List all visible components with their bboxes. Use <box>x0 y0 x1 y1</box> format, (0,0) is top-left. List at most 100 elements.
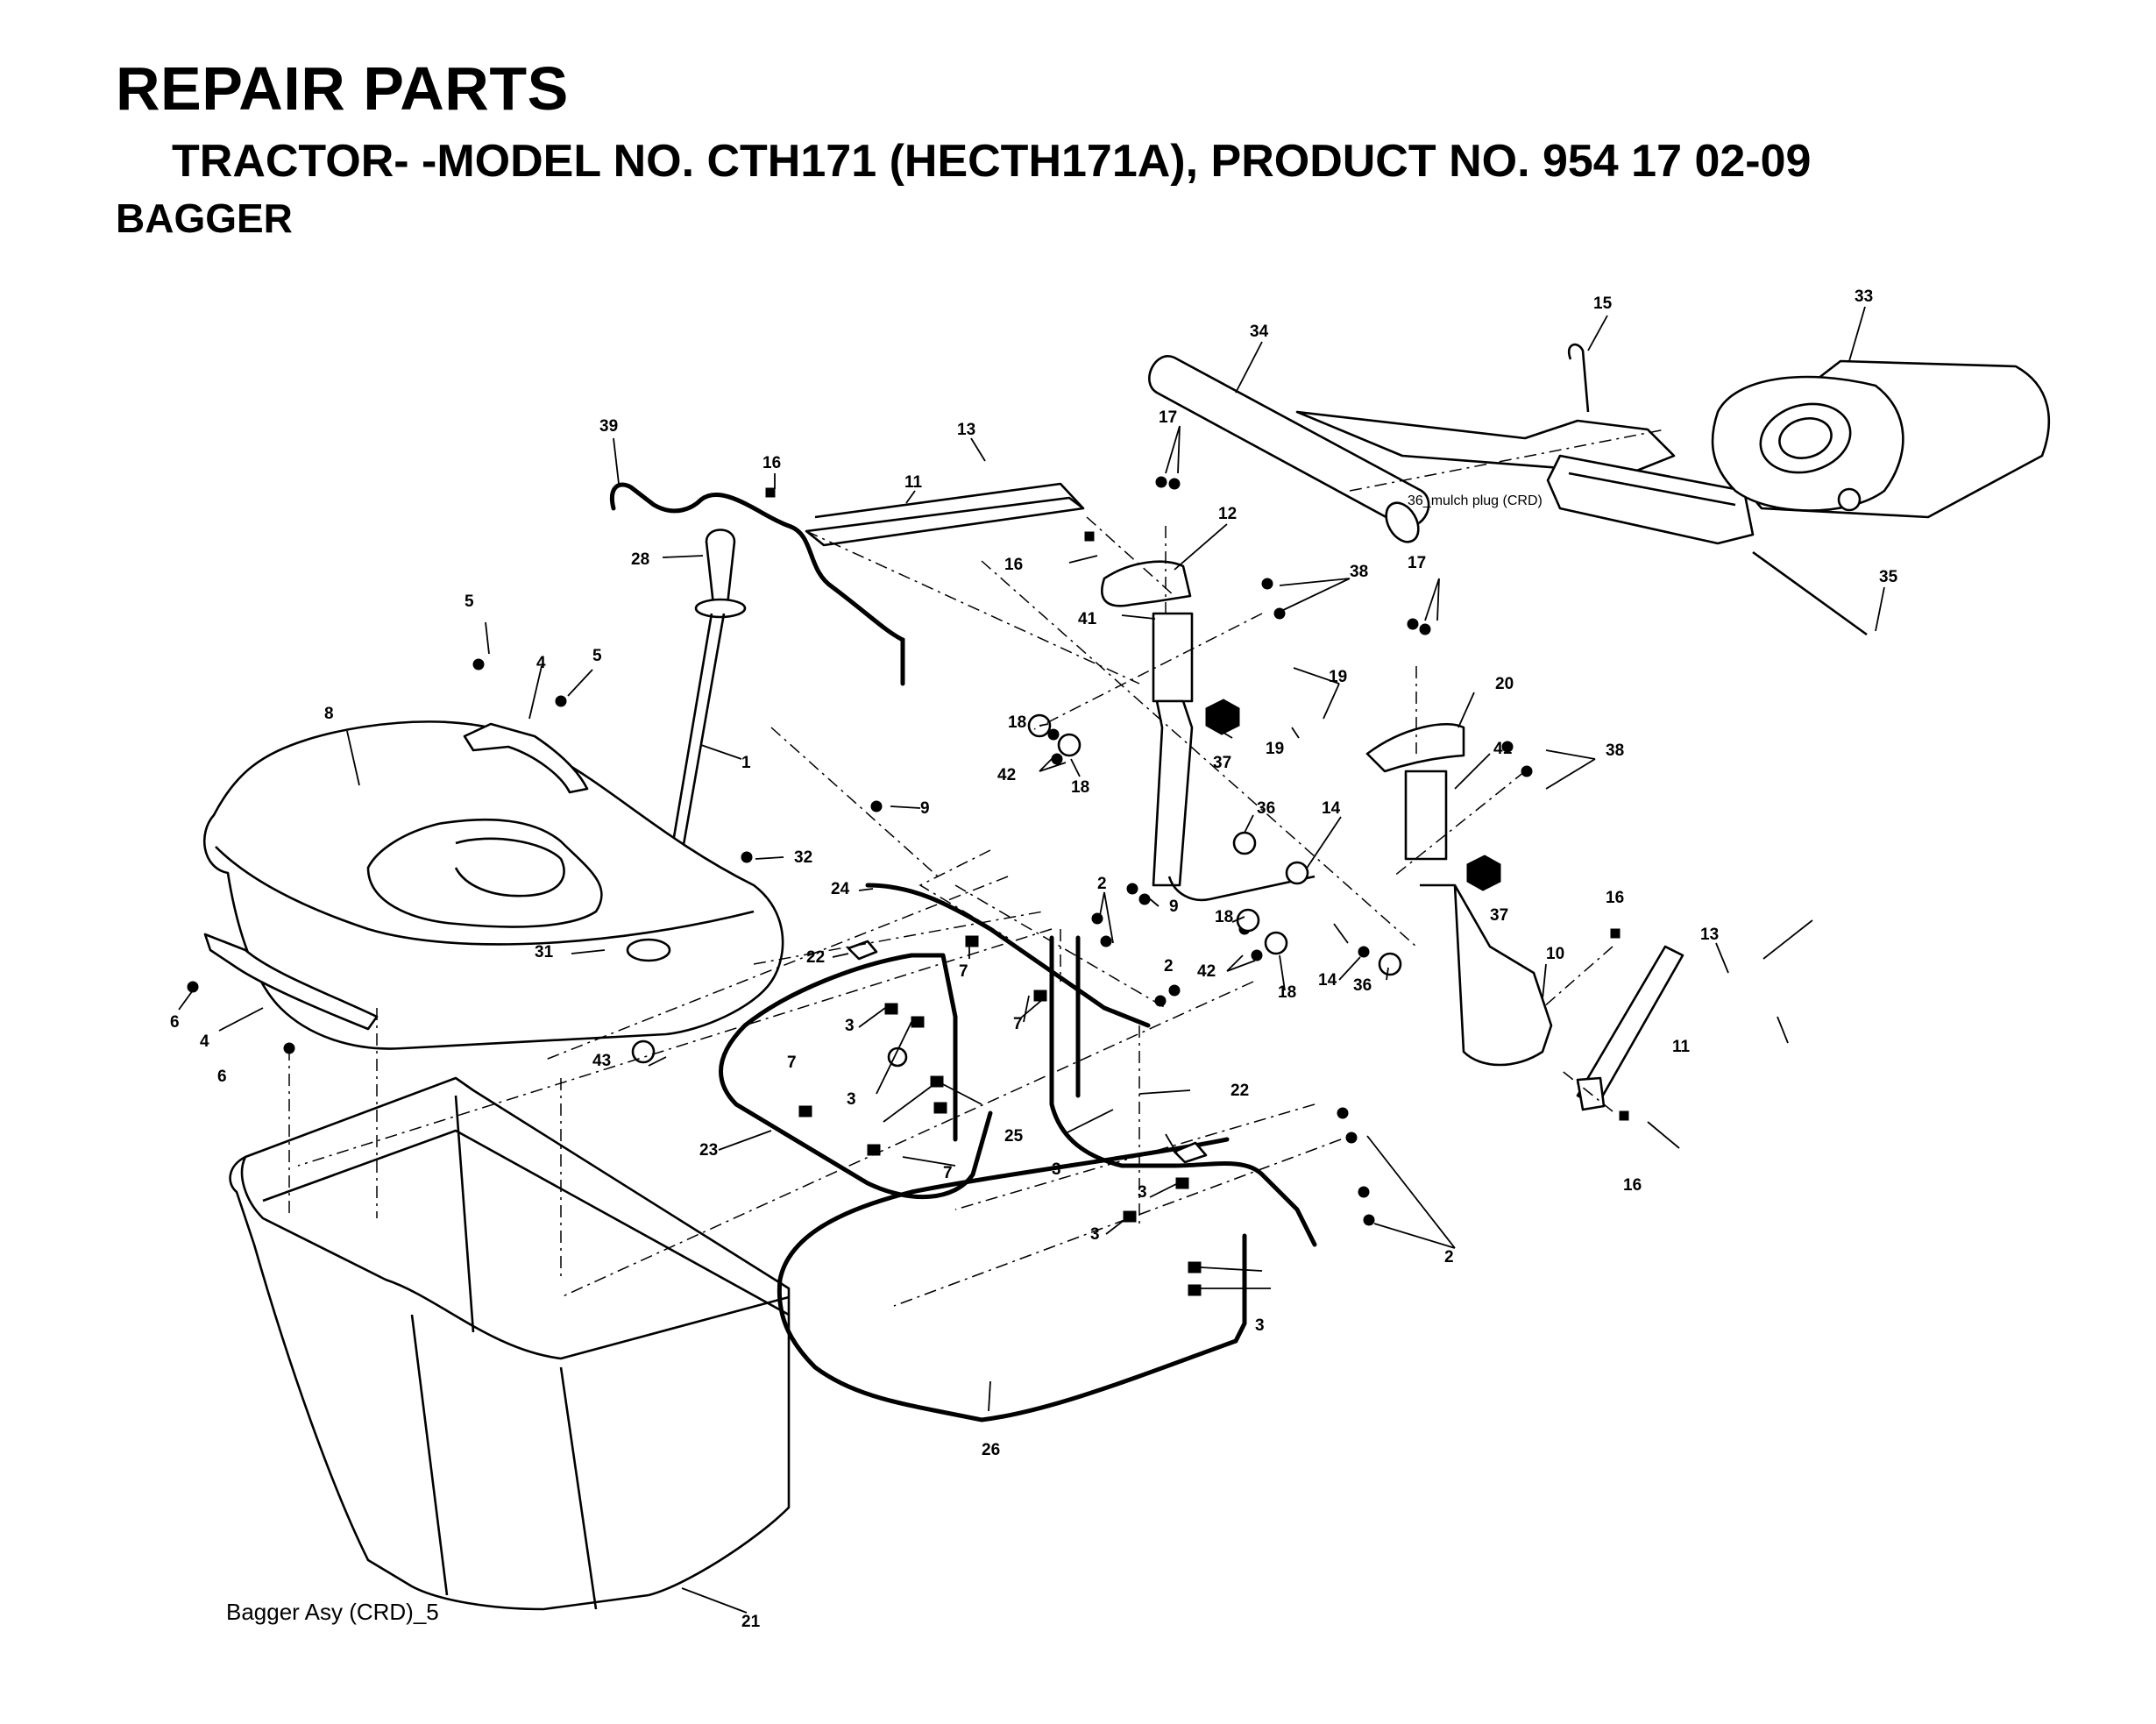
model-subtitle: TRACTOR- -MODEL NO. CTH171 (HECTH171A), … <box>172 136 1812 187</box>
callout-5a: 5 <box>465 592 474 611</box>
callout-7c: 7 <box>787 1054 797 1072</box>
callout-2c: 2 <box>1444 1248 1454 1266</box>
callout-41a: 41 <box>1078 610 1097 628</box>
callout-16b: 16 <box>1004 556 1023 574</box>
callout-3d: 3 <box>1090 1225 1100 1244</box>
callout-9b: 9 <box>1169 897 1179 916</box>
bag-adapter <box>1711 359 2051 519</box>
callout-25: 25 <box>1004 1127 1024 1146</box>
callout-33: 33 <box>1855 287 1873 306</box>
callout-26: 26 <box>982 1441 1000 1459</box>
cotter-pin <box>1568 343 1590 413</box>
callout-1: 1 <box>741 754 751 772</box>
callout-24: 24 <box>831 880 850 898</box>
callout-28: 28 <box>631 550 649 569</box>
callout-11a: 11 <box>904 473 923 492</box>
frame-26 <box>777 1137 1247 1422</box>
support-rod <box>610 482 905 686</box>
callout-17b: 17 <box>1408 554 1426 572</box>
callout-3b: 3 <box>847 1090 856 1109</box>
callout-18c: 18 <box>1215 908 1233 926</box>
rubber-bumpers <box>1205 699 1501 891</box>
callout-37b: 37 <box>1490 906 1508 925</box>
hinge-pin <box>1752 550 1868 636</box>
callout-37a: 37 <box>1213 754 1231 772</box>
callout-42b: 42 <box>1197 962 1216 981</box>
lift-handle <box>659 529 747 916</box>
callout-10: 10 <box>1546 945 1564 963</box>
washers <box>631 713 1402 1068</box>
callout-7d: 7 <box>943 1164 953 1182</box>
cover-handle-top <box>463 722 589 794</box>
callout-5b: 5 <box>592 647 602 665</box>
cover-handle-bottom <box>203 933 379 1031</box>
callout-42a: 42 <box>997 766 1016 784</box>
assembly-lines <box>288 429 1666 1307</box>
callout-14b: 14 <box>1318 971 1337 990</box>
callout-3a: 3 <box>845 1017 855 1035</box>
callout-36b: 36 <box>1353 976 1372 995</box>
callout-17a: 17 <box>1159 408 1177 427</box>
callout-16a: 16 <box>762 454 781 472</box>
frame-25 <box>1049 935 1317 1247</box>
callout-6a: 6 <box>170 1013 180 1032</box>
callout-2a: 2 <box>1097 875 1107 893</box>
callout-12: 12 <box>1218 505 1237 523</box>
callout-36a: 36 <box>1257 799 1275 818</box>
bagger-cover <box>202 720 784 1050</box>
callout-38a: 38 <box>1350 563 1368 581</box>
callout-14a: 14 <box>1322 799 1341 818</box>
callout-18a: 18 <box>1008 713 1026 732</box>
bracket-assembly-left <box>1101 560 1316 902</box>
callout-15: 15 <box>1593 294 1613 313</box>
upper-bracket <box>805 482 1085 547</box>
callout-38b: 38 <box>1606 741 1624 760</box>
callout-16c: 16 <box>1606 889 1624 907</box>
callout-20: 20 <box>1495 675 1514 693</box>
callout-9a: 9 <box>920 799 930 818</box>
callout-23: 23 <box>699 1141 718 1160</box>
callout-4a: 4 <box>536 654 546 672</box>
callout-13b: 13 <box>1700 926 1719 944</box>
frame-23 <box>719 953 993 1200</box>
callout-19a: 19 <box>1329 668 1347 686</box>
callout-6b: 6 <box>217 1068 227 1086</box>
section-title: BAGGER <box>116 195 293 241</box>
bracket-assembly-right <box>1365 722 1553 1067</box>
diagram-caption: Bagger Asy (CRD)_5 <box>226 1599 439 1625</box>
callout-8: 8 <box>324 705 334 723</box>
callout-16d: 16 <box>1623 1176 1642 1195</box>
page-title: REPAIR PARTS <box>116 54 569 123</box>
callout-3c: 3 <box>1138 1183 1147 1202</box>
side-bracket <box>1576 945 1684 1111</box>
callout-18d: 18 <box>1278 983 1296 1002</box>
callout-21: 21 <box>741 1613 761 1631</box>
callout-18b: 18 <box>1071 778 1089 797</box>
chute-tube <box>1148 355 1676 543</box>
callout-39: 39 <box>599 417 618 436</box>
callout-11b: 11 <box>1672 1038 1691 1056</box>
callout-19b: 19 <box>1266 740 1284 758</box>
callout-43: 43 <box>592 1052 611 1070</box>
callout-13a: 13 <box>957 421 975 439</box>
callout-41b: 41 <box>1493 740 1513 758</box>
callout-4b: 4 <box>200 1032 209 1051</box>
callout-35: 35 <box>1879 568 1898 586</box>
clip <box>847 940 1208 1164</box>
callout-31: 31 <box>535 943 554 961</box>
callout-22a: 22 <box>806 948 825 967</box>
callout-34: 34 <box>1250 323 1269 341</box>
callout-3f: 3 <box>1052 1160 1061 1179</box>
callout-labels: 39 16 11 13 17 12 34 15 33 28 16 38 41 5… <box>170 287 1898 1631</box>
callout-3e: 3 <box>1255 1316 1265 1335</box>
mulch-plug-note: 36_mulch plug (CRD) <box>1408 493 1543 508</box>
callout-32: 32 <box>794 848 812 867</box>
lift-link-24 <box>865 883 1151 1028</box>
callout-7a: 7 <box>959 962 968 981</box>
callout-22b: 22 <box>1230 1082 1249 1100</box>
callout-7b: 7 <box>1013 1015 1023 1033</box>
callout-2b: 2 <box>1164 957 1174 976</box>
grass-bag <box>229 1076 791 1611</box>
leader-lines <box>178 306 1885 1614</box>
